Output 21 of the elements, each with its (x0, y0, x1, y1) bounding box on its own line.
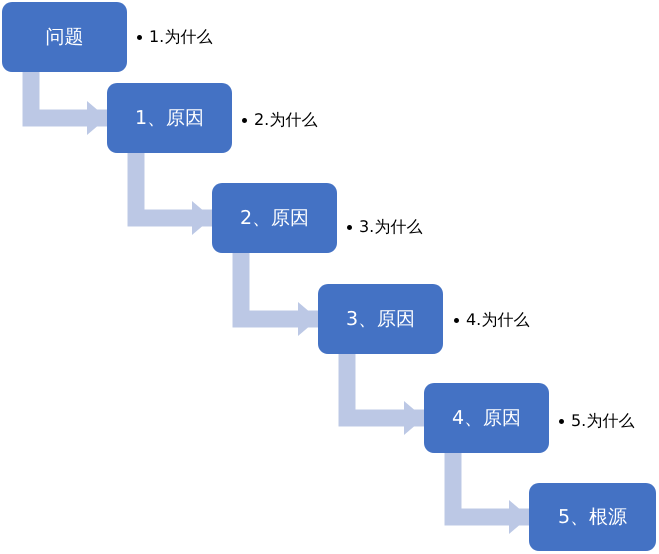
bent-arrow (22, 72, 107, 135)
process-box (107, 83, 232, 153)
box-label: 4、原因 (452, 406, 522, 431)
box-label: 3、原因 (346, 307, 416, 332)
bent-arrow (338, 354, 424, 435)
box-label: 1、原因 (134, 106, 204, 131)
question-text: 2.为什么 (254, 110, 318, 131)
bent-arrow (128, 153, 212, 235)
question-text: 4.为什么 (466, 310, 530, 331)
process-box (529, 483, 656, 551)
bent-arrow (232, 253, 318, 336)
process-box (318, 284, 443, 354)
question-text: 1.为什么 (149, 27, 212, 48)
box-label: 问题 (46, 25, 84, 50)
question-text: 3.为什么 (359, 217, 422, 238)
process-box (212, 183, 337, 253)
box-label: 5、根源 (558, 505, 628, 530)
question-text: 5.为什么 (571, 411, 634, 432)
box-label: 2、原因 (240, 206, 310, 231)
process-box (424, 383, 549, 453)
process-box (2, 2, 127, 72)
